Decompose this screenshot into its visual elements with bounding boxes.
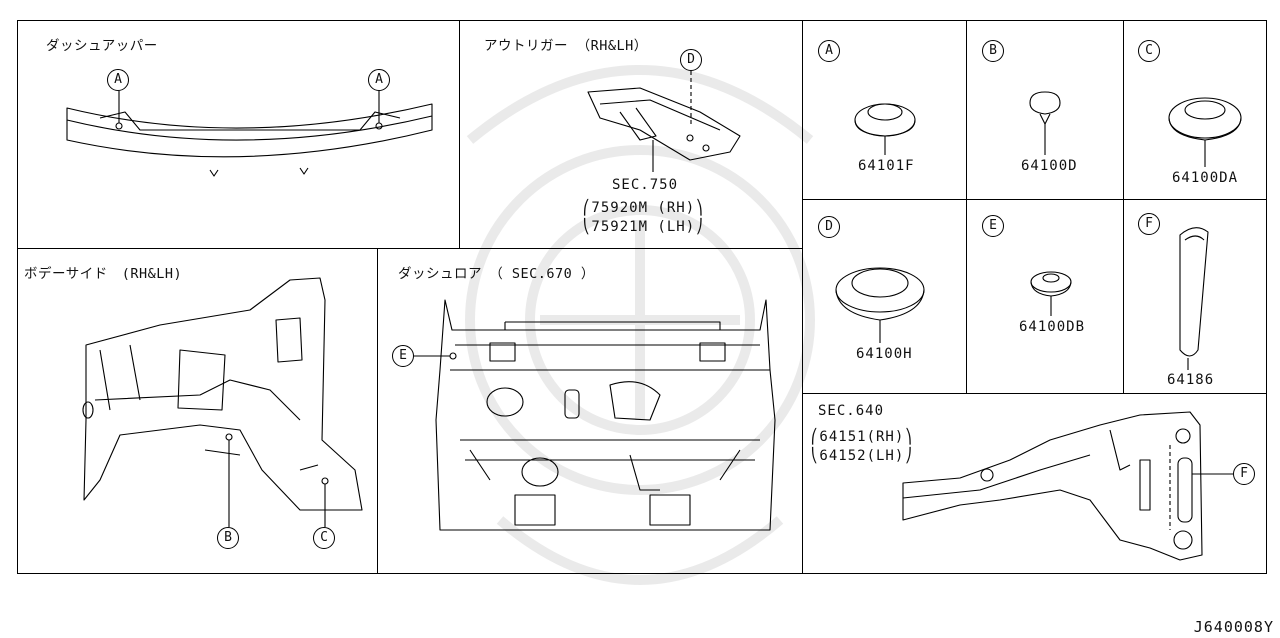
part-a-grommet [854,103,916,155]
outrigger-title: アウトリガー （RH&LH） [484,38,648,54]
sec640-drawing [902,411,1233,561]
part-letter-a: A [818,40,840,62]
callout-b[interactable]: B [217,527,239,549]
outrigger-sec-line-3[interactable]: ⎝75921M (LH)⎠ [582,219,705,235]
sec640-line-3[interactable]: ⎝64152(LH)⎠ [810,448,914,464]
callout-f[interactable]: F [1233,463,1255,485]
part-letter-f: F [1138,213,1160,235]
callout-d[interactable]: D [680,49,702,71]
part-number-b[interactable]: 64100D [1021,158,1078,174]
part-letter-e: E [982,215,1004,237]
sec640-line-2[interactable]: ⎛64151(RH)⎞ [810,429,914,445]
sec640-line-1[interactable]: SEC.640 [818,403,885,419]
callout-c[interactable]: C [313,527,335,549]
part-number-e[interactable]: 64100DB [1019,319,1086,335]
part-letter-d: D [818,216,840,238]
diagram-code: J640008Y [1193,618,1274,636]
part-e-grommet [1030,271,1072,316]
part-c-grommet [1168,97,1242,167]
part-letter-b: B [982,40,1004,62]
dash-upper-title: ダッシュアッパー [46,38,158,54]
parts-row-divider [802,199,1267,200]
outrigger-sec-line-2[interactable]: ⎛75920M (RH)⎞ [582,200,705,216]
dash-upper-drawing [66,91,433,177]
callout-a-right[interactable]: A [368,69,390,91]
part-b-plug [1029,91,1061,155]
part-letter-c: C [1138,40,1160,62]
part-number-f[interactable]: 64186 [1167,372,1215,388]
part-f-seal [1179,227,1209,370]
part-d-grommet [835,267,925,343]
outrigger-drawing [587,71,741,172]
part-number-d[interactable]: 64100H [856,346,913,362]
part-number-c[interactable]: 64100DA [1172,170,1239,186]
part-number-a[interactable]: 64101F [858,158,915,174]
dash-lower-drawing [414,299,776,531]
body-side-drawing [82,277,363,527]
outrigger-sec-line-1[interactable]: SEC.750 [612,177,679,193]
callout-e[interactable]: E [392,345,414,367]
dash-lower-title: ダッシュロア （ SEC.670 ） [398,266,595,282]
panel-sec640 [802,393,1267,574]
callout-a-left[interactable]: A [107,69,129,91]
body-side-title: ボデーサイド (RH&LH) [24,266,183,282]
